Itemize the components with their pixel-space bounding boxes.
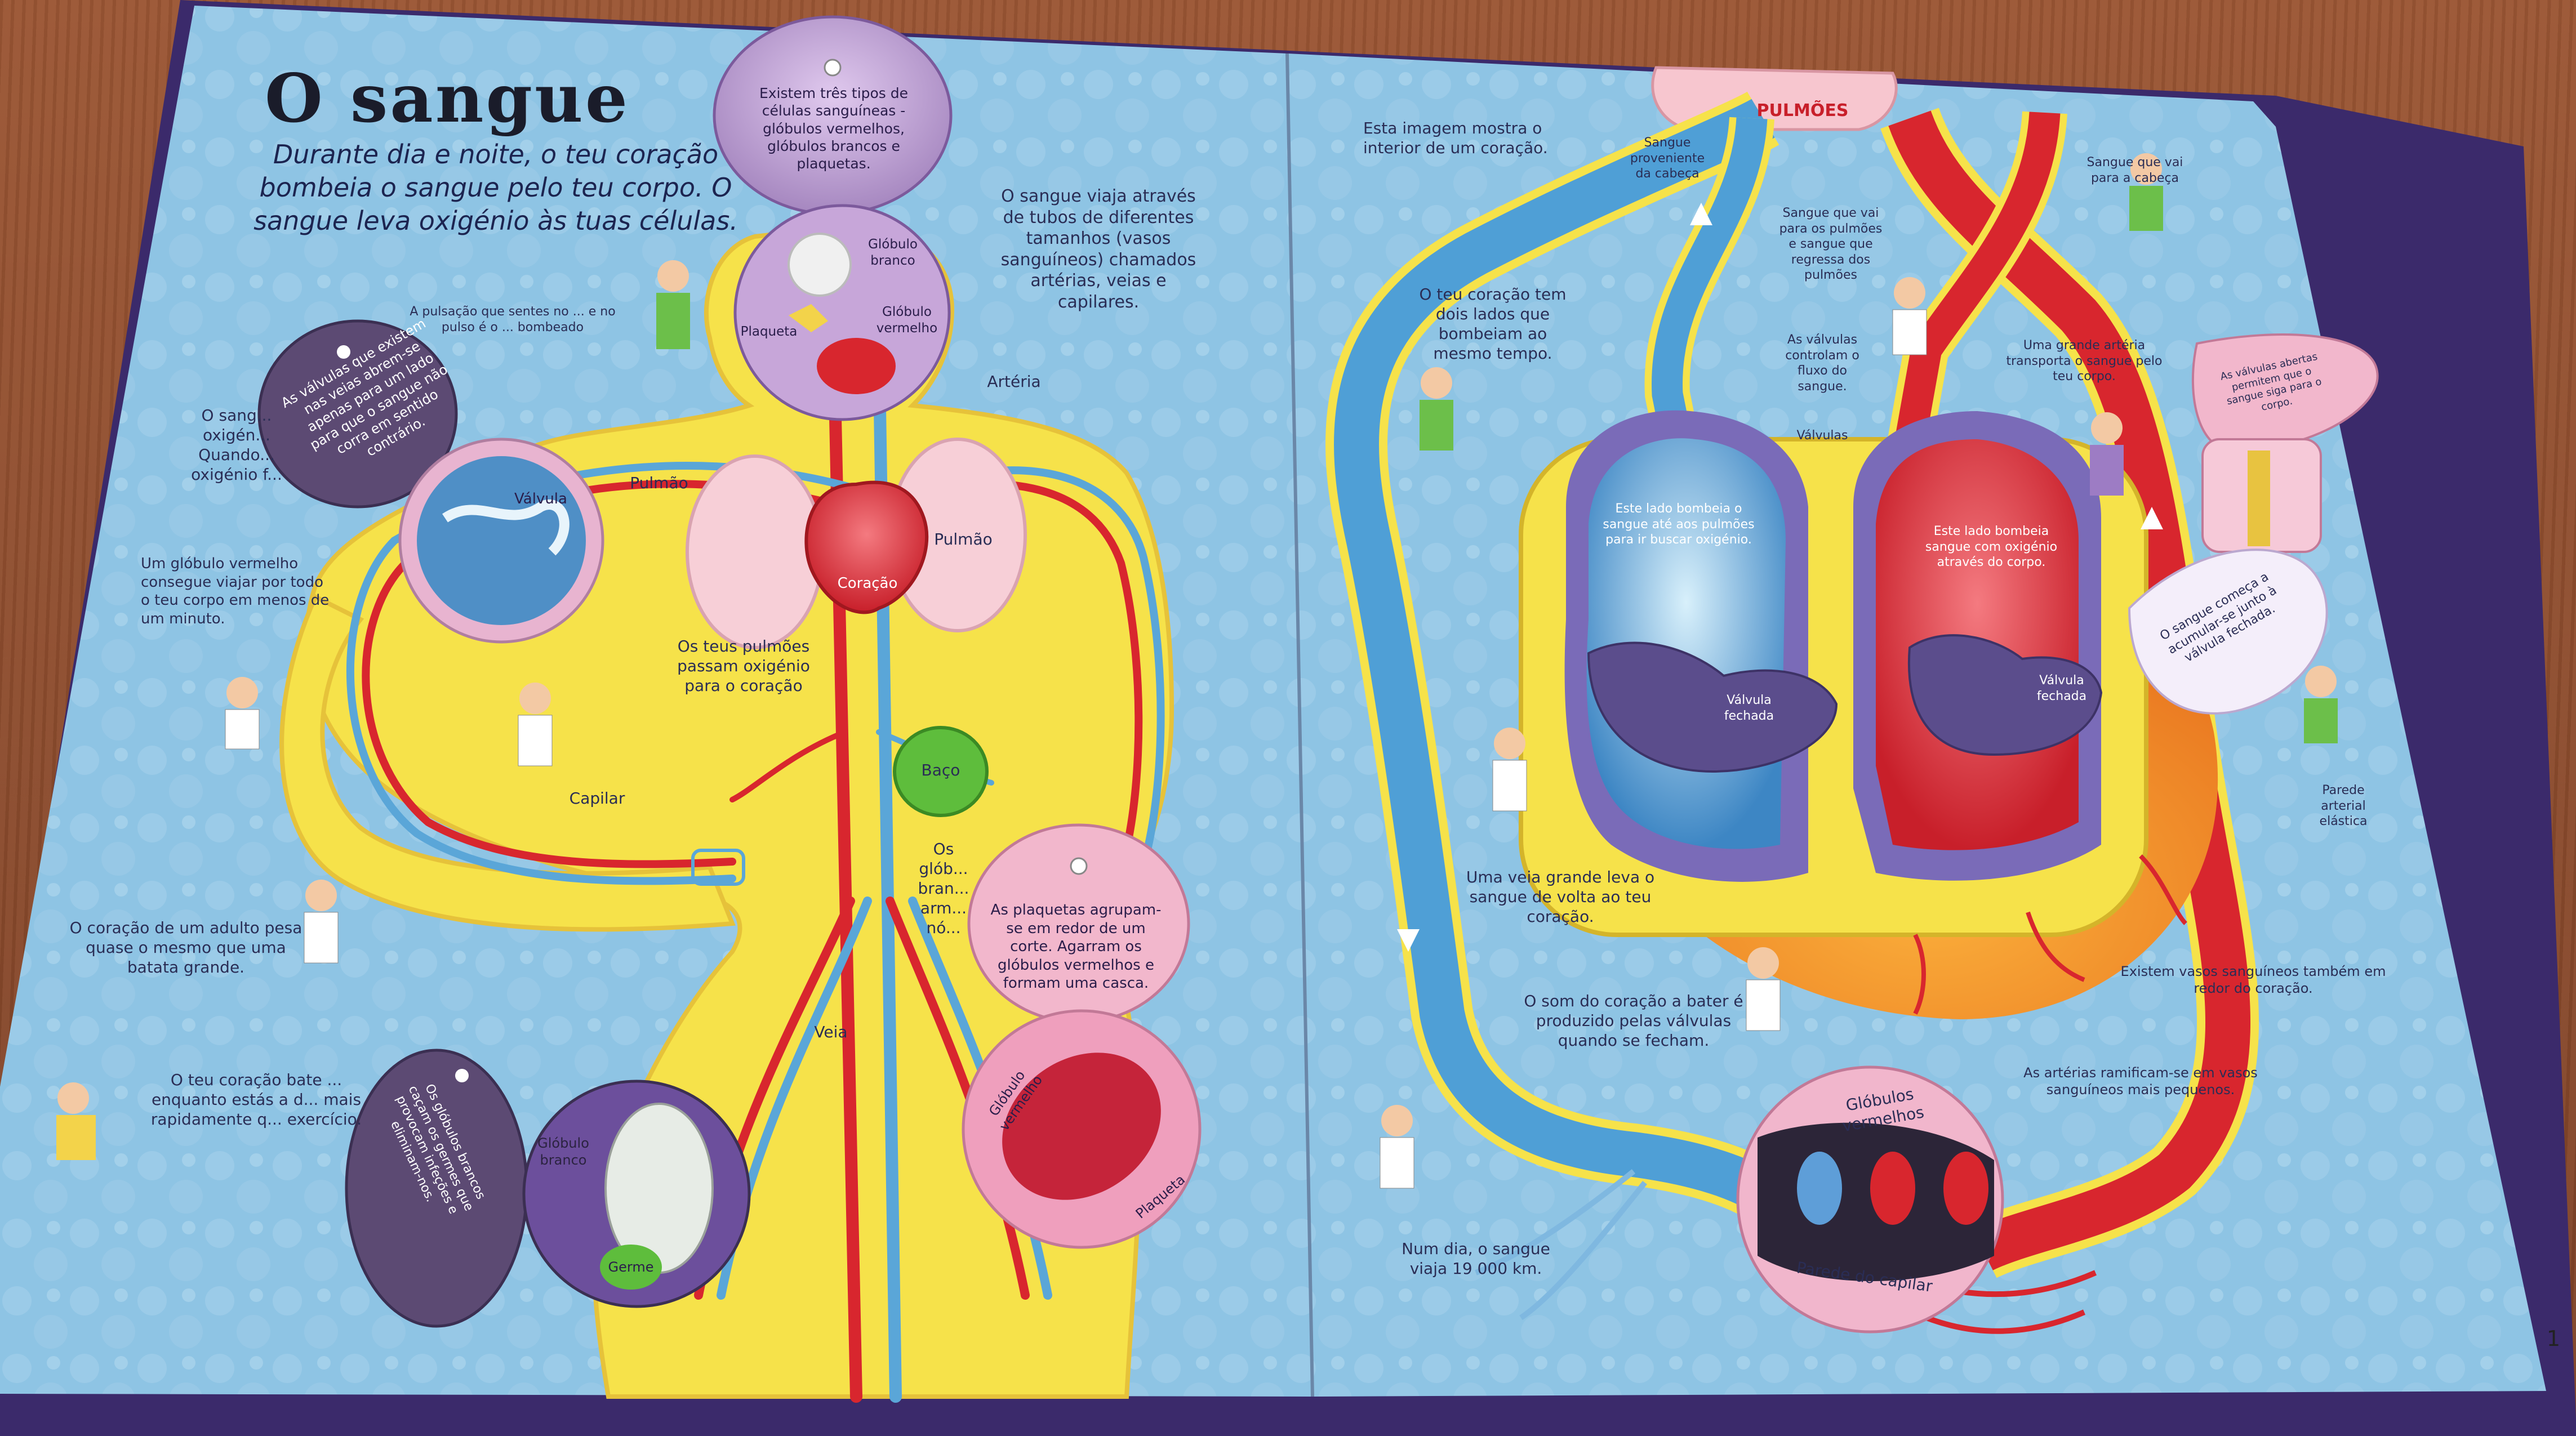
flap-plaqueta-label: Plaqueta (740, 324, 798, 339)
sangue-pulmoes-text: Sangue que vai para os pulmões e sangue … (1779, 206, 1883, 282)
label-pulmoes: PULMÕES (1756, 101, 1849, 121)
valvulas-label: Válvulas (1796, 429, 1848, 443)
flap-white[interactable] (2128, 548, 2328, 715)
lado-direito-text: Este lado bombeia sangue com oxigénio at… (1925, 524, 2058, 569)
veia-grande-text: Uma veia grande leva o sangue de volta a… (1466, 868, 1655, 926)
vein-head (1652, 117, 1768, 510)
sangue-cabeca-vai-text: Sangue que vai para a cabeça (2086, 155, 2183, 185)
two-sides-text: O teu coração tem dois lados que bombeia… (1419, 285, 1567, 363)
valvulas-controlam-text: As válvulas controlam o fluxo do sangue. (1785, 333, 1859, 394)
label-veia: Veia (814, 1023, 848, 1041)
left-lung (686, 454, 824, 649)
arm (279, 594, 736, 932)
som-coracao-text: O som do coração a bater é produzido pel… (1524, 992, 1743, 1050)
oxygen-text: O sang... oxigén... Quando... oxigénio f… (191, 406, 282, 484)
page-title: O sangue (265, 59, 630, 137)
label-pulmao-left: Pulmão (630, 474, 688, 492)
artery-lungs (1883, 112, 2061, 510)
capillary-net (691, 849, 745, 886)
vasos-tambem-text: Existem vasos sanguíneos também em redor… (2120, 964, 2386, 996)
pulse-text: A pulsação que sentes no ... e no pulso … (410, 305, 616, 335)
valve-left[interactable] (1587, 641, 1838, 773)
spleen (893, 726, 989, 817)
flap-valves[interactable] (257, 319, 604, 644)
flap-germe-label: Germe (608, 1259, 654, 1275)
flap-blood-cells[interactable] (733, 204, 951, 421)
lungs-text: Os teus pulmões passam oxigénio para o c… (677, 637, 810, 695)
heart-exercise-text: O teu coração bate ... enquanto estás a … (150, 1071, 362, 1129)
flap-valvula-label: Válvula (514, 490, 567, 507)
arterias-ramificam-text: As artérias ramificam-se em vasos sanguí… (2023, 1065, 2258, 1098)
lado-esquerdo-text: Este lado bombeia o sangue até aos pulmõ… (1603, 502, 1755, 547)
valvula-fechada-2: Válvula fechada (2036, 674, 2087, 703)
coronary-vessels (1913, 854, 2187, 1015)
vena-cava (1334, 99, 1821, 1242)
cartoon-figures (56, 153, 2338, 1189)
blood-vessels-text: O sangue viaja através de tubos de difer… (1000, 186, 1196, 312)
flap-white-cells[interactable] (345, 1049, 751, 1328)
book-spine (1285, 53, 1314, 1397)
flap-top-right[interactable] (2191, 333, 2379, 553)
flap-globulo-branco-2-label: Glóbulo branco (537, 1135, 589, 1168)
label-globulos-partial: Os glób... bran... arm... nó... (918, 840, 969, 937)
valve-right[interactable] (1907, 634, 2103, 756)
flap-globulo-branco-label: Glóbulo branco (868, 237, 918, 268)
label-capilar: Capilar (569, 789, 625, 808)
flap-plaquetas[interactable] (962, 823, 1202, 1249)
sangue-cabeca-text: Sangue proveniente da cabeça (1630, 136, 1705, 181)
heart-weight-text: O coração de um adulto pesa quase o mesm… (69, 918, 302, 976)
flap-globulo-vermelho-label: Glóbulo vermelho (876, 305, 938, 336)
grande-arteria-text: Uma grande artéria transporta o sangue p… (2006, 338, 2163, 383)
page-number: 1 (2546, 1326, 2560, 1351)
intro-text: Durante dia e noite, o teu coração bombe… (253, 139, 738, 236)
image-shows-text: Esta imagem mostra o interior de um cora… (1363, 119, 1548, 157)
red-cell-travel-text: Um glóbulo vermelho consegue viajar por … (141, 555, 330, 627)
label-arteria: Artéria (987, 372, 1041, 391)
label-baco: Baço (921, 761, 960, 779)
flap-plaquetas-text: As plaquetas agrupam-se em redor de um c… (990, 902, 1162, 992)
flap-three-types-text: Existem três tipos de células sanguíneas… (759, 85, 909, 172)
heart (804, 480, 929, 614)
valvula-fechada-1: Válvula fechada (1724, 693, 1774, 723)
flap-capillary[interactable] (1736, 1065, 2004, 1334)
label-coracao: Coração (837, 575, 898, 592)
parede-arterial-text: Parede arterial elástica (2319, 783, 2368, 828)
num-dia-text: Num dia, o sangue viaja 19 000 km. (1402, 1239, 1550, 1278)
flow-arrows (1397, 203, 2163, 952)
label-pulmao-right: Pulmão (934, 530, 993, 548)
